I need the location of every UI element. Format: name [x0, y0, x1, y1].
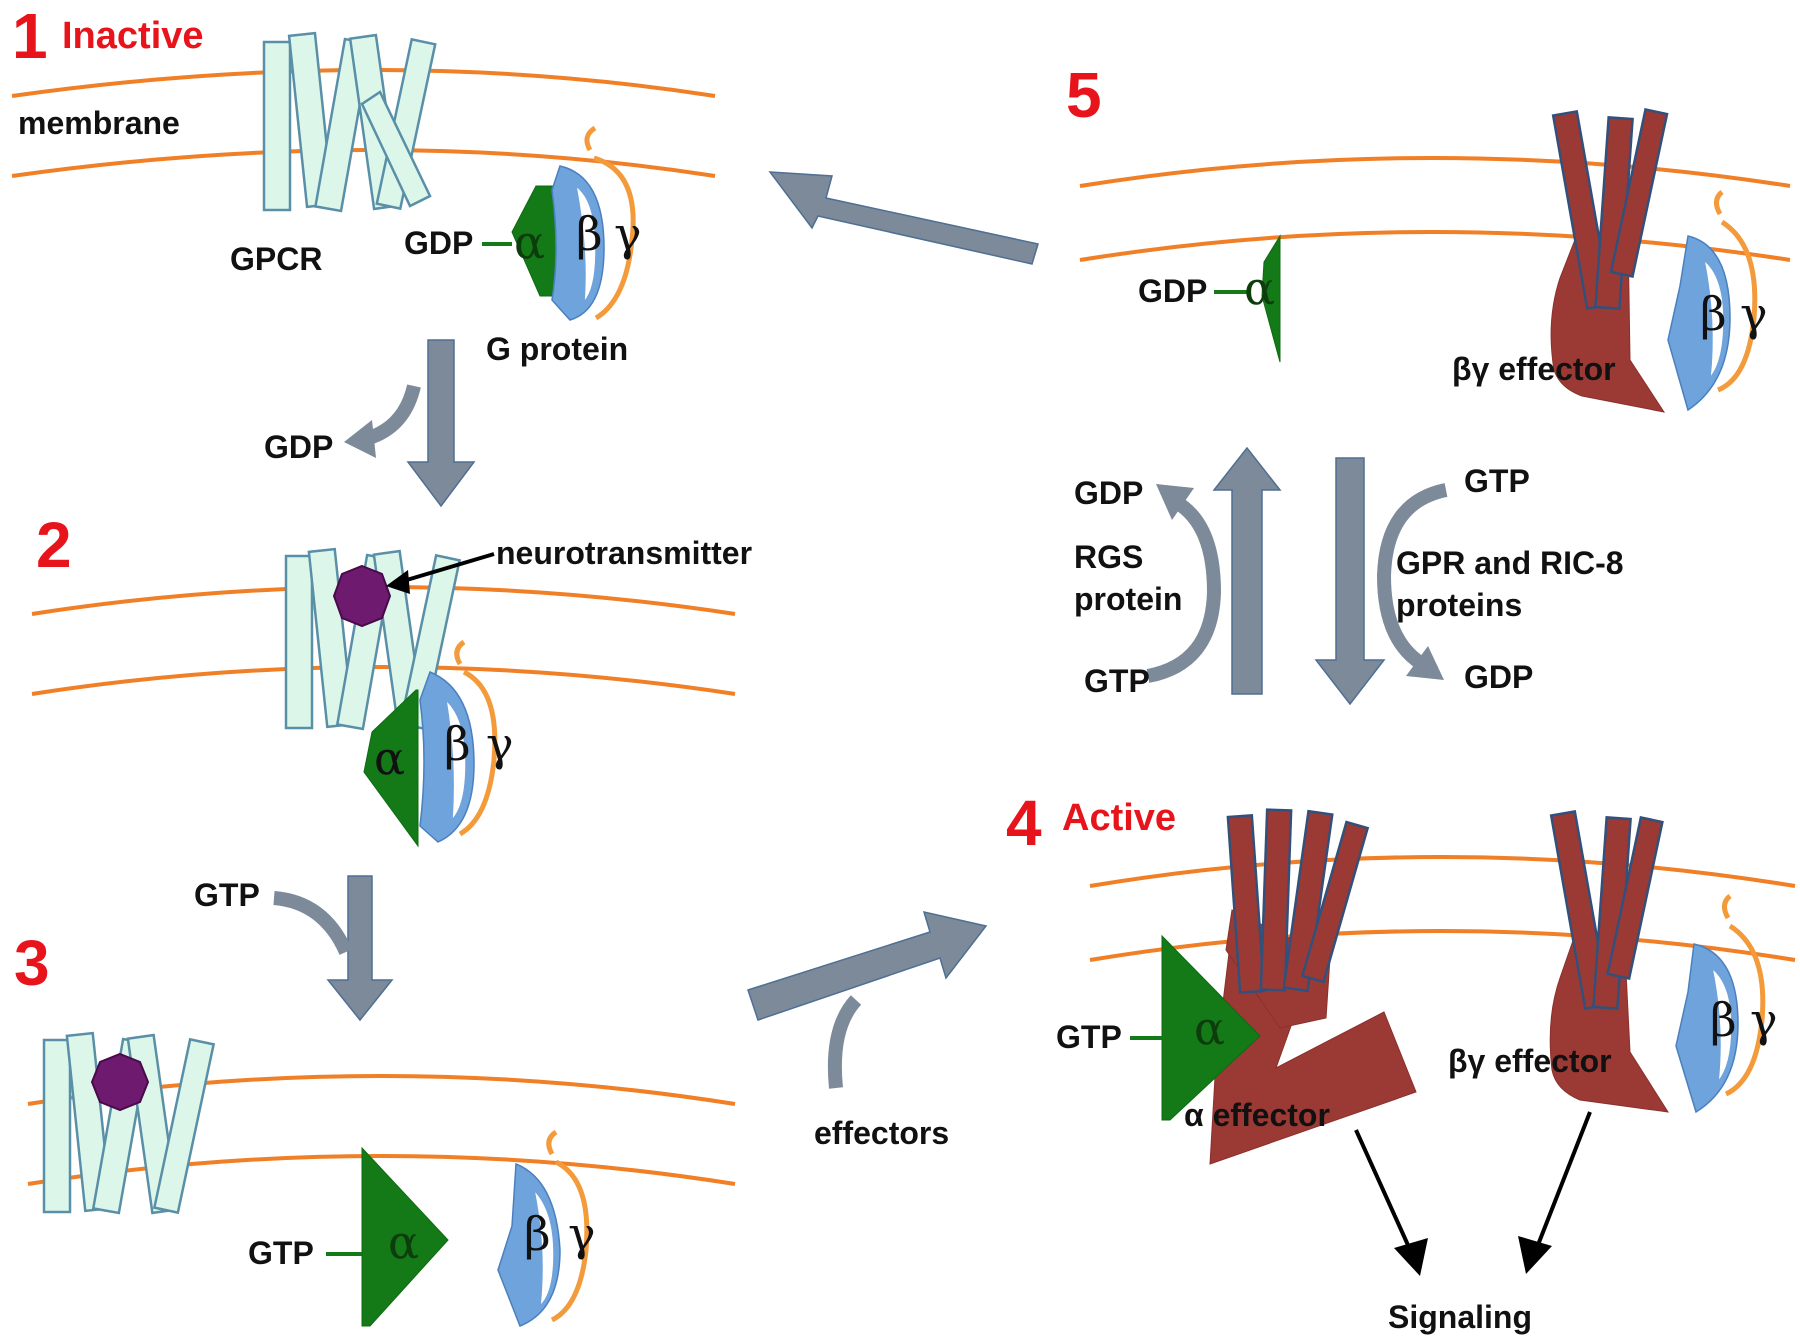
- neurotransmitter-molecule-3: [90, 1052, 150, 1112]
- gamma-label-1: γ: [614, 207, 642, 261]
- beta-label-5: β: [1700, 287, 1727, 341]
- gpr-gtp-label: GTP: [1464, 463, 1530, 499]
- step-1-state: Inactive: [62, 15, 204, 57]
- alpha-label-4: α: [1194, 1001, 1225, 1055]
- gdp-label-5: GDP: [1138, 273, 1207, 309]
- step-1-number: 1: [12, 0, 48, 72]
- betagamma-signaling-arrow: [1534, 1111, 1592, 1251]
- arrow-step5-to-step1: [768, 171, 1039, 265]
- gamma-label-3: γ: [568, 1207, 596, 1261]
- alpha-subunit-gtp-3: [361, 1146, 449, 1327]
- arrow-step4-to-step5: [1212, 446, 1282, 695]
- arrow-step1-to-step2: [406, 339, 476, 508]
- g-protein-label: G protein: [486, 331, 628, 367]
- step-2-number: 2: [36, 509, 72, 581]
- gdp-label-1: GDP: [404, 225, 473, 261]
- betagamma-effector-4: [1549, 809, 1669, 1113]
- alpha-subunit-gtp-4: [1161, 934, 1261, 1121]
- beta-label-4: β: [1710, 993, 1737, 1047]
- beta-label-2: β: [444, 717, 471, 771]
- gpr-label-line1: GPR and RIC-8: [1396, 545, 1624, 581]
- gtp-label-3: GTP: [248, 1235, 314, 1271]
- gpcr-receptor: [262, 31, 437, 213]
- gtp-label-4: GTP: [1056, 1019, 1122, 1055]
- alpha-subunit-gdp-5: [1261, 234, 1281, 363]
- arrow-step3-to-step4: [747, 910, 988, 1021]
- rgs-label-line1: RGS: [1074, 539, 1143, 575]
- g-protein-inactive: [511, 125, 636, 321]
- alpha-effector-label: α effector: [1184, 1097, 1330, 1133]
- beta-gamma-dimer-4: [1675, 894, 1766, 1114]
- rgs-label-line2: protein: [1074, 581, 1182, 617]
- gamma-label-5: γ: [1740, 287, 1768, 341]
- effectors-label: effectors: [814, 1115, 949, 1151]
- gtp-binding-label: GTP: [194, 877, 260, 913]
- step-4-number: 4: [1006, 787, 1042, 859]
- gdp-released-label: GDP: [264, 429, 333, 465]
- rgs-gdp-label: GDP: [1074, 475, 1143, 511]
- neurotransmitter-pointer: [399, 552, 495, 584]
- betagamma-effector-label-4: βγ effector: [1448, 1043, 1612, 1079]
- gpcr-label: GPCR: [230, 241, 322, 277]
- neurotransmitter-label: neurotransmitter: [496, 535, 752, 571]
- alpha-label-2: α: [374, 731, 405, 785]
- gamma-label-4: γ: [1750, 993, 1778, 1047]
- step-5-number: 5: [1066, 59, 1102, 131]
- beta-gamma-dimer-3: [497, 1129, 590, 1327]
- alpha-label-3: α: [388, 1215, 419, 1269]
- beta-gamma-dimer-5: [1667, 190, 1758, 412]
- step-3-number: 3: [14, 927, 50, 999]
- alpha-label-1: α: [514, 215, 545, 269]
- gtp-binding-curve: [273, 891, 353, 955]
- rgs-gtp-label: GTP: [1084, 663, 1150, 699]
- signaling-label: Signaling: [1388, 1299, 1532, 1335]
- beta-label-3: β: [524, 1207, 551, 1261]
- membrane-panel-4: [1089, 855, 1796, 962]
- arrow-step5-to-step4: [1314, 457, 1386, 706]
- alpha-effector: [1209, 808, 1417, 1165]
- rgs-curve: [1146, 495, 1222, 683]
- arrow-step2-to-step3: [326, 875, 394, 1022]
- effectors-curve: [827, 995, 862, 1089]
- neurotransmitter-molecule-2: [332, 564, 392, 628]
- betagamma-effector-5: [1550, 108, 1669, 413]
- g-protein-receptor-bound: [363, 639, 498, 848]
- membrane-label: membrane: [18, 105, 180, 141]
- betagamma-effector-label-5: βγ effector: [1452, 351, 1616, 387]
- alpha-label-5: α: [1244, 261, 1275, 315]
- gamma-label-2: γ: [486, 717, 514, 771]
- gpr-curve: [1376, 483, 1448, 670]
- beta-label-1: β: [576, 207, 603, 261]
- gpr-label-line2: proteins: [1396, 587, 1522, 623]
- alpha-signaling-arrow: [1354, 1129, 1414, 1255]
- membrane-panel-5: [1079, 156, 1791, 262]
- step-4-state: Active: [1062, 797, 1176, 839]
- gpr-gdp-label: GDP: [1464, 659, 1533, 695]
